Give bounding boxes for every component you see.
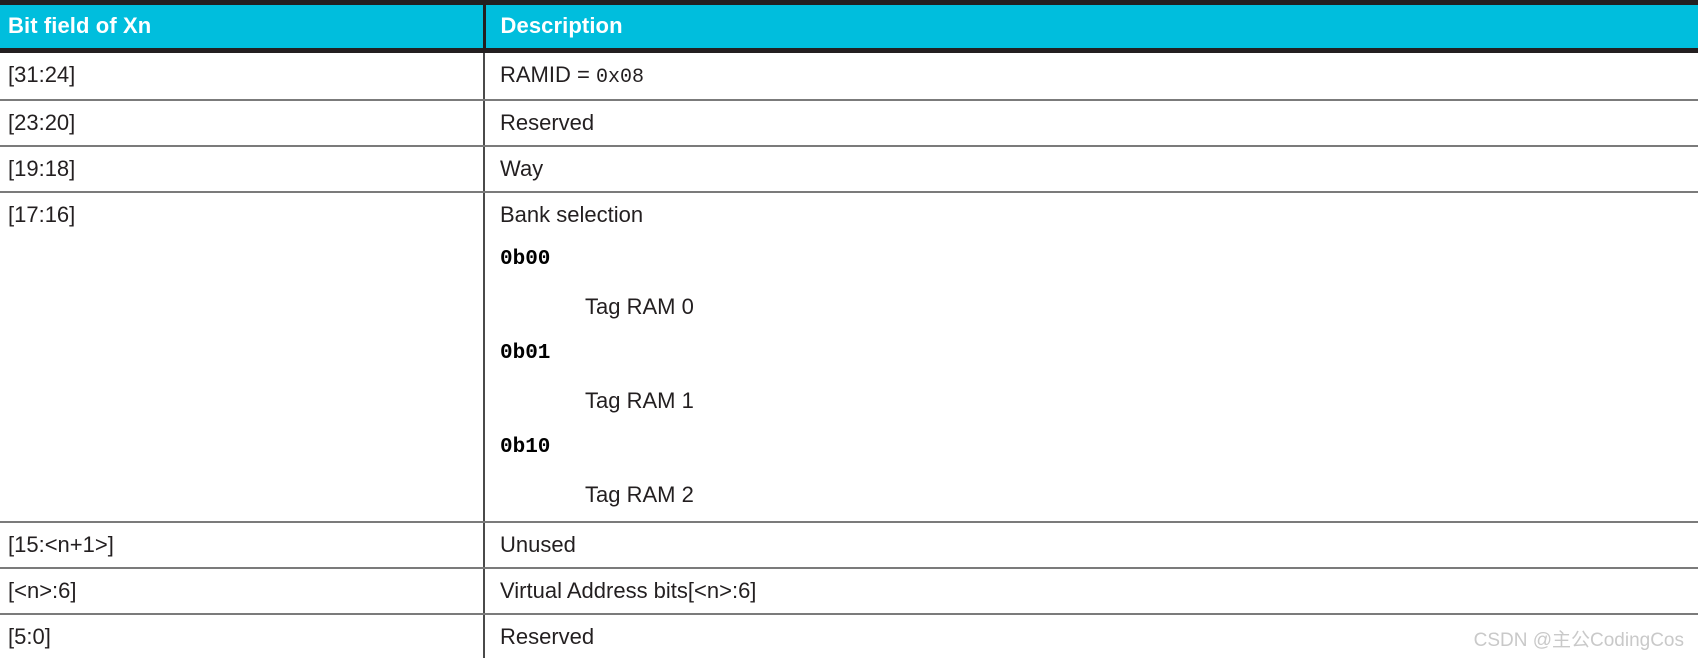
table-row: [<n>:6] Virtual Address bits[<n>:6] bbox=[0, 567, 1698, 615]
cell-description: Reserved bbox=[483, 99, 1698, 147]
table-header: Bit field of Xn Description bbox=[0, 2, 1698, 53]
cell-bit-field: [17:16] bbox=[0, 191, 484, 523]
cell-description: Bank selection 0b00 Tag RAM 0 0b01 Tag R… bbox=[483, 191, 1698, 523]
cell-description: Way bbox=[483, 145, 1698, 193]
table-row: [5:0] Reserved bbox=[0, 613, 1698, 659]
cell-description: Reserved bbox=[483, 613, 1698, 659]
bank-option-code-1: 0b01 bbox=[500, 342, 551, 366]
bank-option-value-1: Tag RAM 1 bbox=[585, 387, 694, 413]
cell-bit-field: [19:18] bbox=[0, 145, 484, 193]
bank-option-code-0: 0b00 bbox=[500, 248, 551, 272]
ramid-label: RAMID = bbox=[500, 62, 596, 87]
cell-bit-field: [15:<n+1>] bbox=[0, 521, 484, 569]
cell-bit-field: [31:24] bbox=[0, 50, 484, 101]
cell-bit-field: [23:20] bbox=[0, 99, 484, 147]
bank-selection-title: Bank selection bbox=[500, 201, 644, 227]
bank-option-value-0: Tag RAM 0 bbox=[585, 294, 694, 320]
cell-description: Unused bbox=[483, 521, 1698, 569]
table-header-row: Bit field of Xn Description bbox=[0, 2, 1698, 53]
cell-description: Virtual Address bits[<n>:6] bbox=[483, 567, 1698, 615]
table-row: [19:18] Way bbox=[0, 145, 1698, 193]
ramid-value: 0x08 bbox=[595, 66, 644, 89]
table-row: [17:16] Bank selection 0b00 Tag RAM 0 0b… bbox=[0, 191, 1698, 523]
table-body: [31:24] RAMID = 0x08 [23:20] Reserved [1… bbox=[0, 50, 1698, 659]
bank-option-code-2: 0b10 bbox=[500, 435, 551, 459]
cell-bit-field: [<n>:6] bbox=[0, 567, 484, 615]
table-row: [15:<n+1>] Unused bbox=[0, 521, 1698, 569]
table-row: [31:24] RAMID = 0x08 bbox=[0, 50, 1698, 101]
bank-option-value-2: Tag RAM 2 bbox=[585, 481, 694, 507]
cell-description: RAMID = 0x08 bbox=[483, 50, 1698, 101]
cell-bit-field: [5:0] bbox=[0, 613, 484, 659]
column-header-bit-field: Bit field of Xn bbox=[0, 2, 484, 53]
column-header-description: Description bbox=[482, 2, 1698, 53]
table-row: [23:20] Reserved bbox=[0, 99, 1698, 147]
